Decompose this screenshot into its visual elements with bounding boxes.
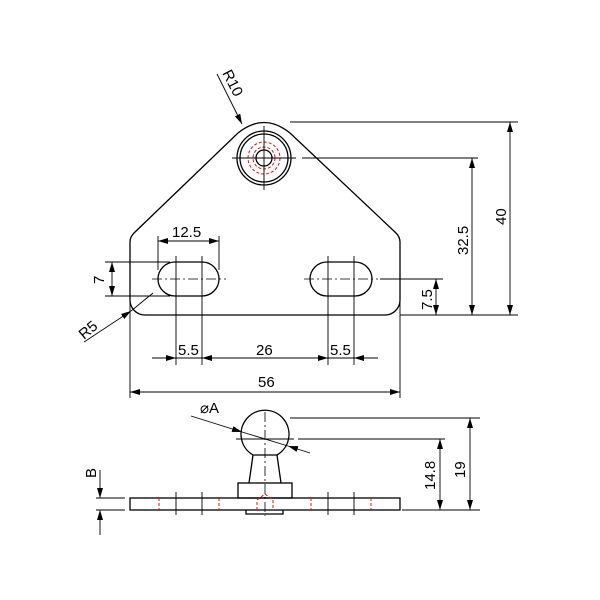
top-dimensions: R10 R5 12.5 7 5.5 26 5.5 56 40: [76, 67, 518, 398]
top-view: [129, 121, 401, 365]
dim-14-8: 14.8: [422, 461, 439, 490]
dim-5-5-left: 5.5: [178, 342, 199, 359]
dim-12-5: 12.5: [172, 224, 201, 241]
side-view: [129, 409, 401, 516]
side-dimensions: ⌀A B 19 14.8: [83, 400, 480, 535]
dim-b: B: [83, 468, 100, 478]
dim-7: 7: [91, 276, 108, 284]
boss: [232, 126, 296, 190]
dim-r10: R10: [218, 67, 246, 99]
dim-r5: R5: [76, 318, 102, 343]
dim-19: 19: [452, 461, 469, 478]
neck: [248, 454, 282, 484]
dim-56: 56: [258, 374, 275, 391]
dim-diameter-a: ⌀A: [200, 400, 219, 417]
dim-7-5: 7.5: [419, 289, 436, 310]
plate-outline: [129, 121, 401, 316]
dim-5-5-right: 5.5: [330, 342, 351, 359]
dim-26: 26: [256, 342, 273, 359]
dim-32-5: 32.5: [455, 226, 472, 255]
dim-40: 40: [493, 208, 510, 225]
